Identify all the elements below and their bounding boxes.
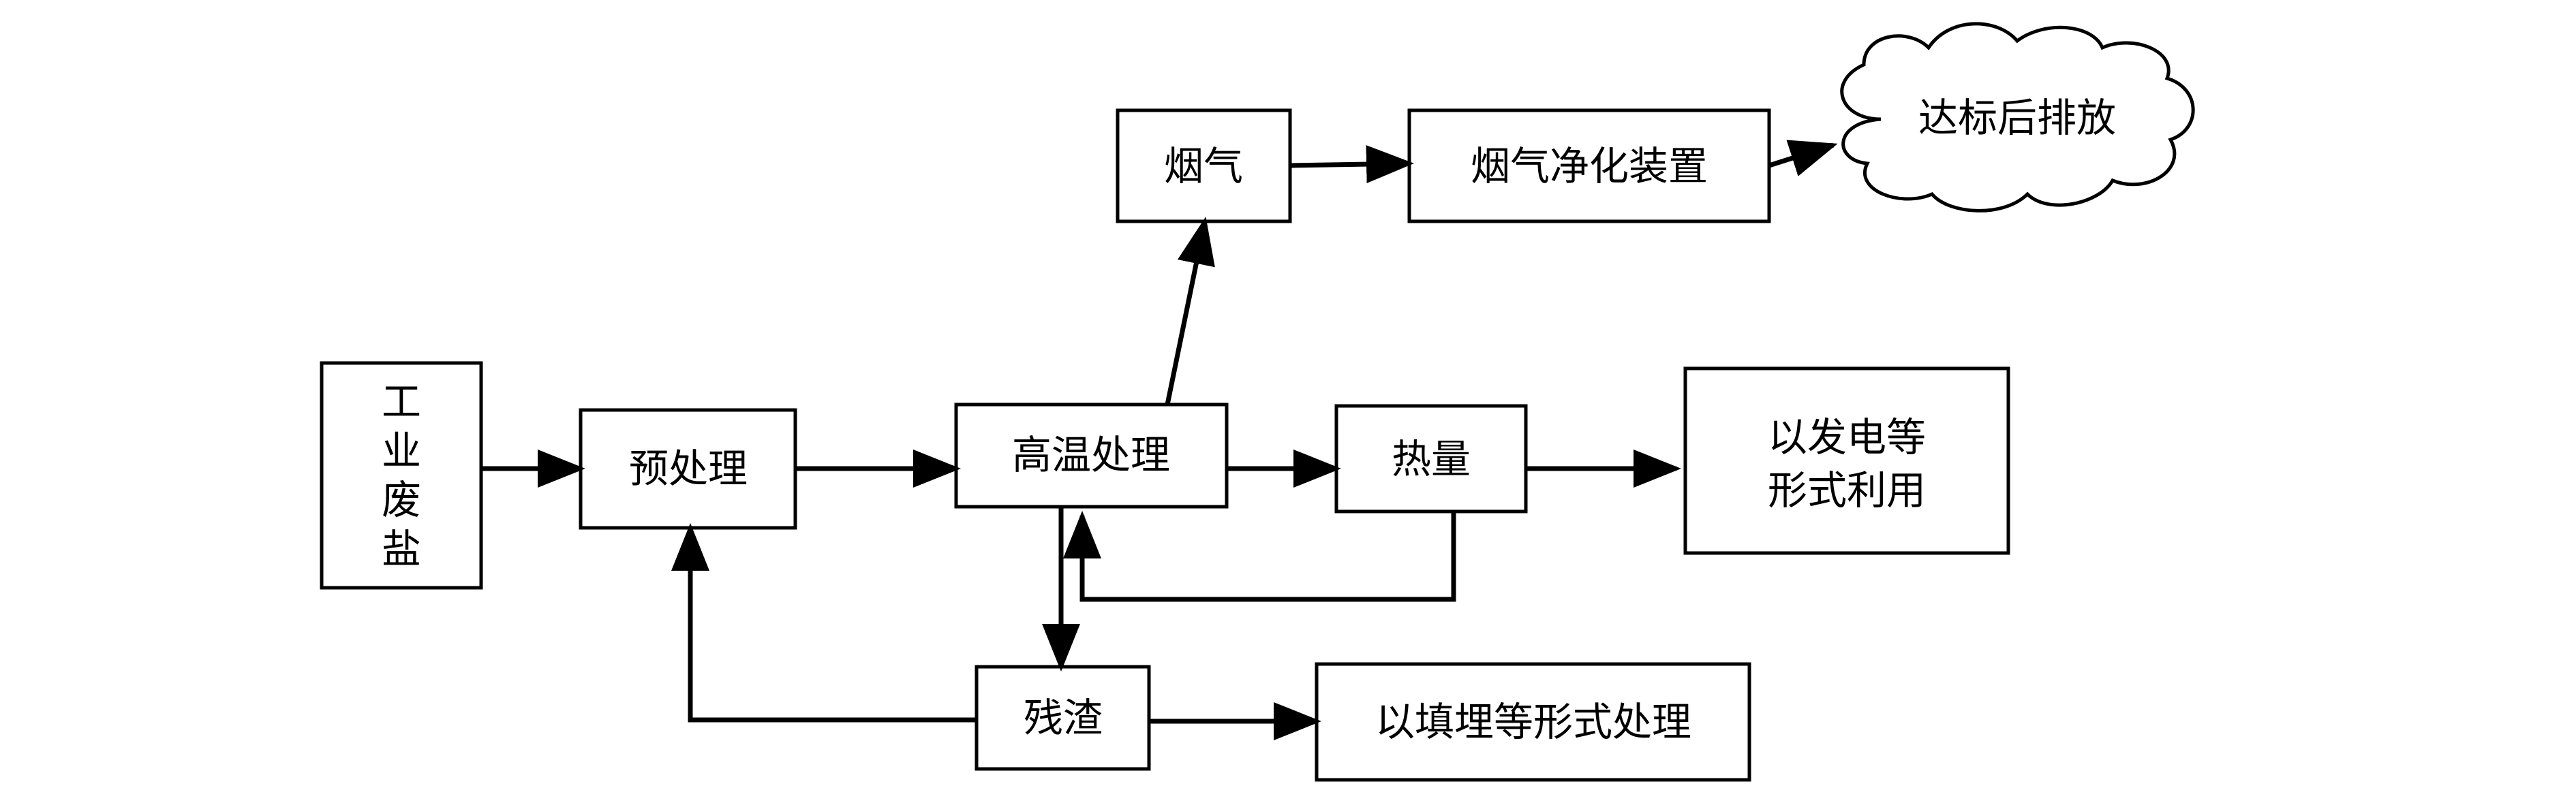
residue-label: 残渣 [1024,695,1103,741]
waste-salt-char-2: 业 [382,428,421,474]
arrow-residue-return-to-pretreatment [671,523,977,723]
heat-label: 热量 [1392,436,1471,482]
node-flue-gas: 烟气 [1116,108,1292,223]
heat-use-line-1: 以发电等 [1768,414,1926,460]
node-heat: 热量 [1334,404,1528,514]
residue-disposal-label: 以填埋等形式处理 [1375,699,1691,745]
waste-salt-char-1: 工 [382,379,421,425]
node-residue-disposal: 以填埋等形式处理 [1315,662,1751,782]
node-pretreatment: 预处理 [579,408,797,530]
node-emission-cloud: 达标后排放 [1840,22,2195,212]
node-residue: 残渣 [975,665,1151,771]
connectors [481,140,1838,740]
arrow-purification-to-emission [1768,140,1838,176]
node-heat-use: 以发电等 形式利用 [1683,366,2010,555]
node-industrial-waste-salt: 工 业 废 盐 [320,361,483,590]
node-flue-gas-purification: 烟气净化装置 [1407,108,1771,223]
waste-salt-char-4: 盐 [382,526,421,572]
waste-salt-char-3: 废 [382,477,421,523]
pretreatment-label: 预处理 [629,445,748,492]
heat-use-line-2: 形式利用 [1768,467,1926,514]
emission-label: 达标后排放 [1918,95,2116,141]
arrow-heat-return-to-high-temp [1063,511,1456,602]
arrow-flue-gas-to-purification [1289,145,1414,184]
node-high-temp-treatment: 高温处理 [954,403,1229,509]
arrow-high-temp-to-flue-gas [1165,217,1215,405]
flue-gas-label: 烟气 [1164,143,1243,189]
high-temp-treatment-label: 高温处理 [1012,432,1170,478]
flue-gas-purification-label: 烟气净化装置 [1471,143,1708,189]
